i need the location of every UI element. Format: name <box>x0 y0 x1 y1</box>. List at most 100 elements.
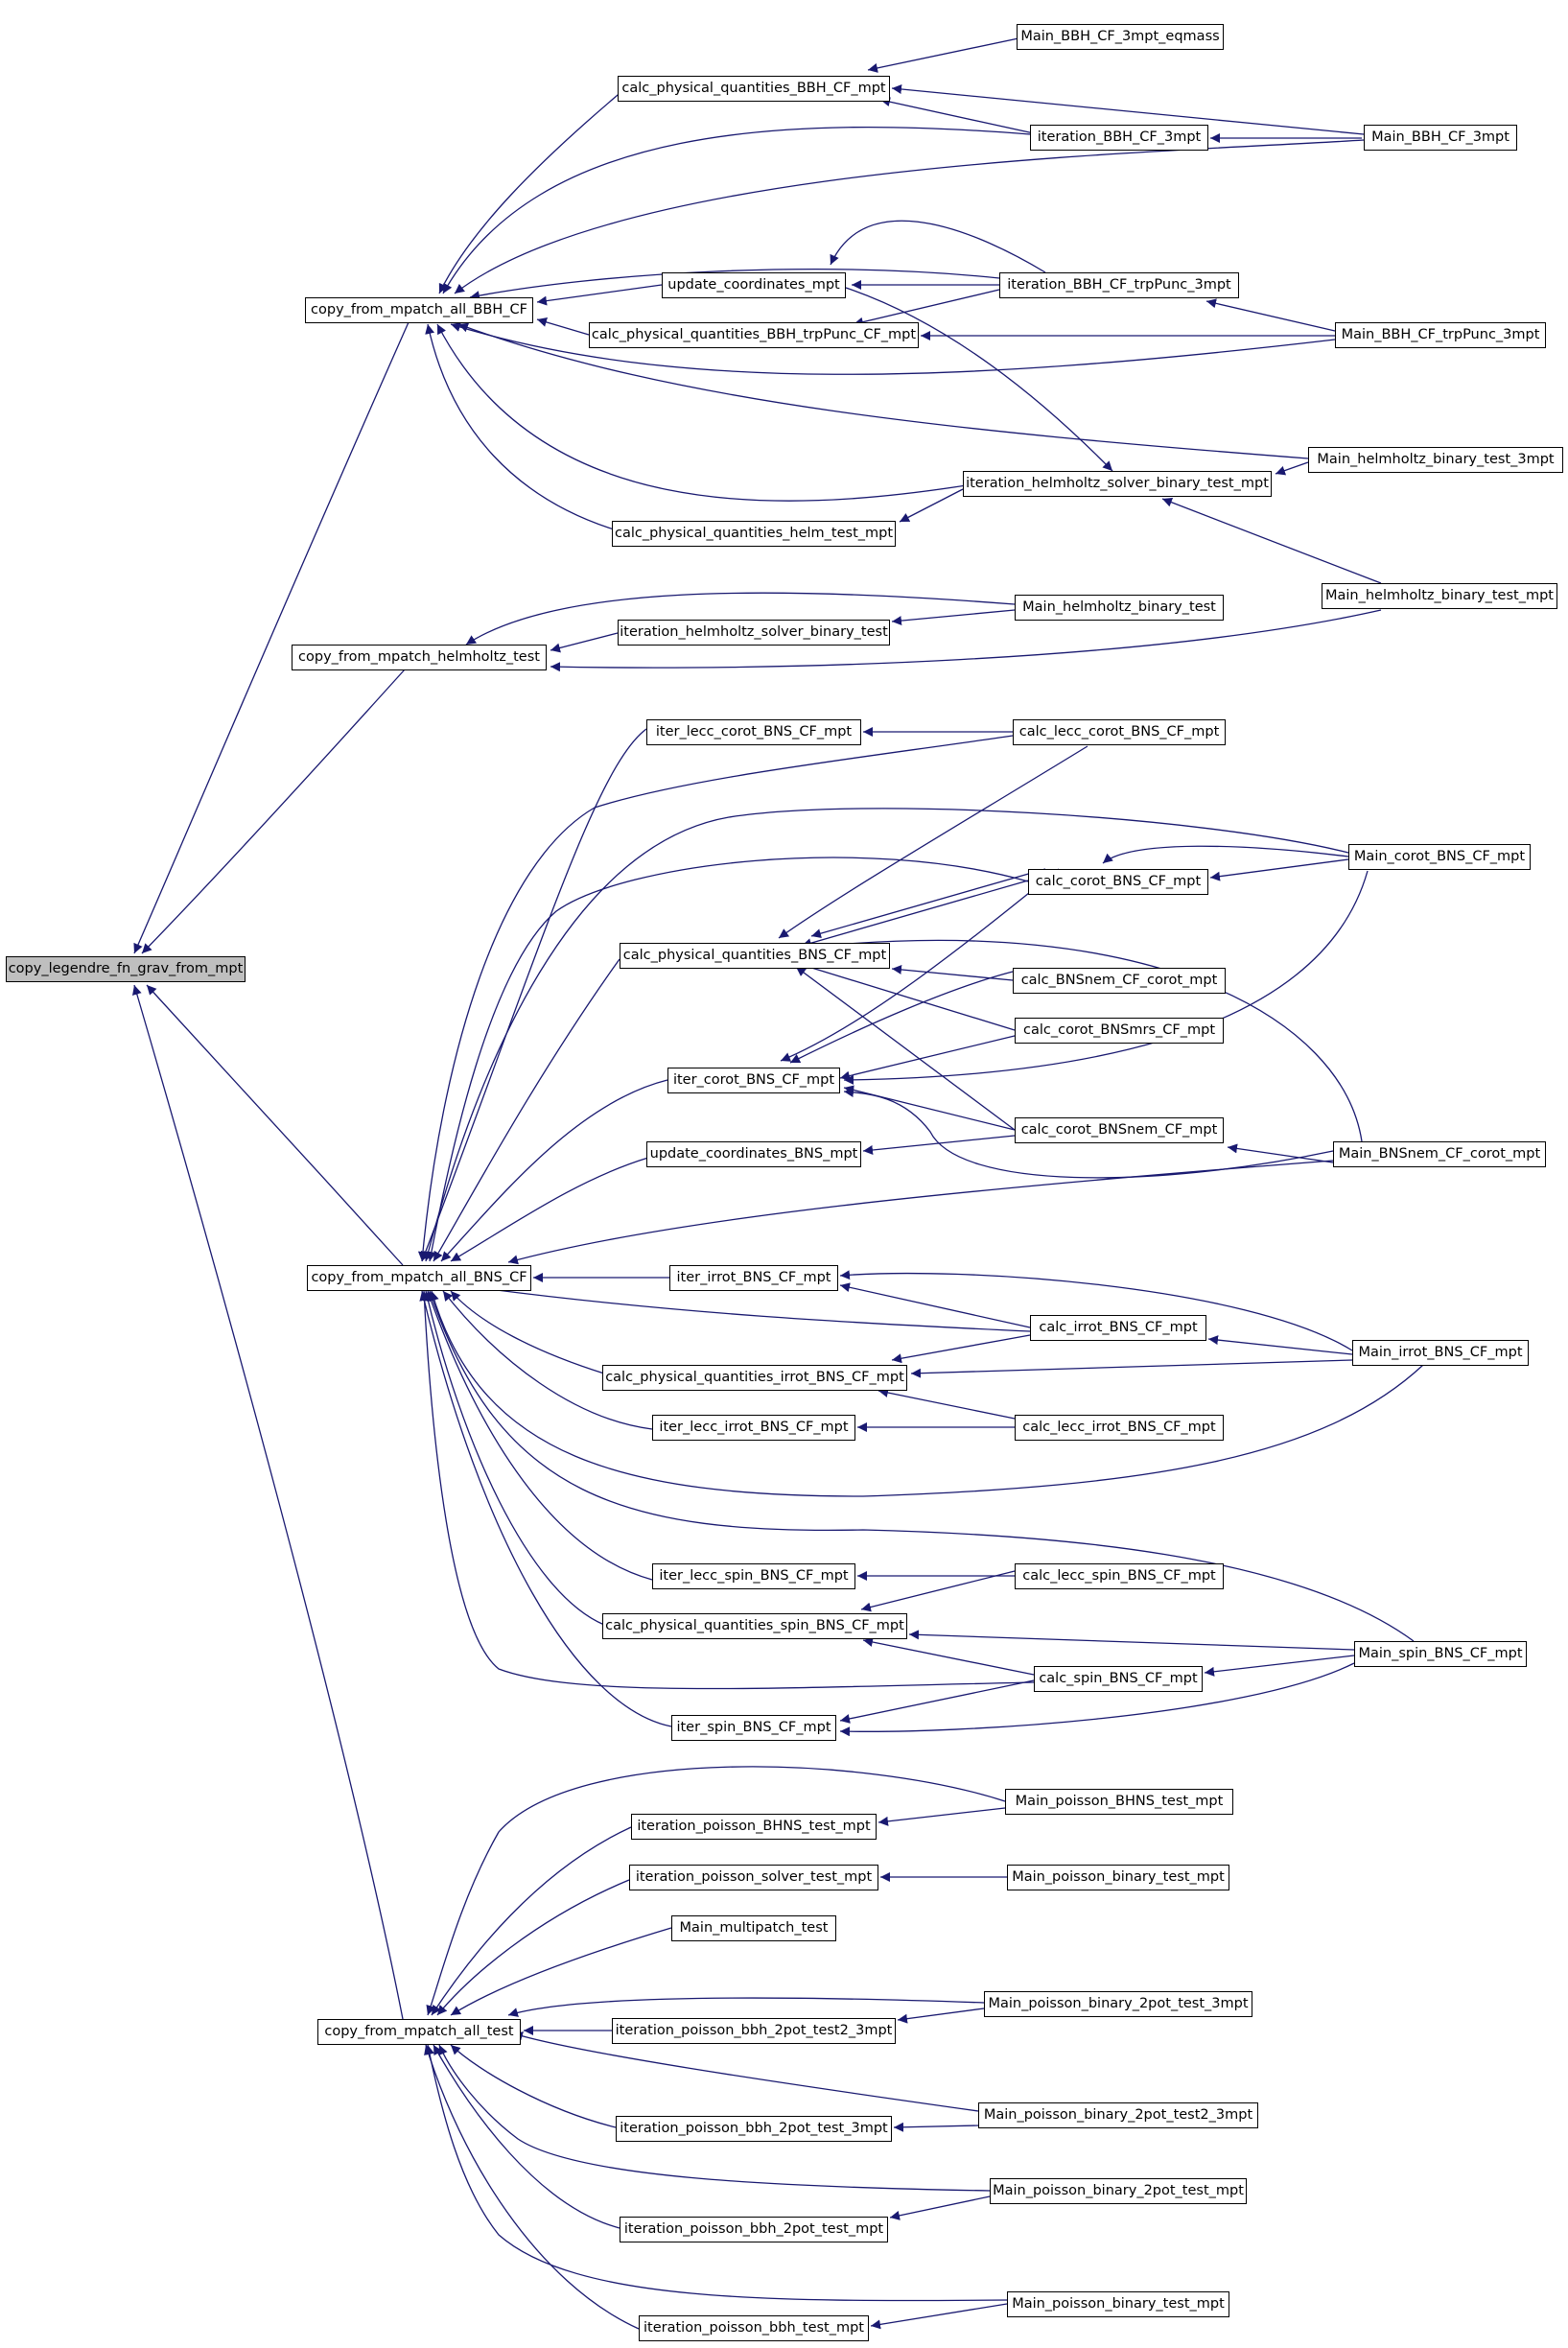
node-copy-from-mpatch-all-bbh-cf[interactable]: copy_from_mpatch_all_BBH_CF <box>305 297 533 323</box>
call-edge-16 <box>1205 298 1336 332</box>
node-iteration-poisson-bbh-2pot-test2-3mpt[interactable]: iteration_poisson_bbh_2pot_test2_3mpt <box>612 2018 896 2044</box>
call-edge-83 <box>878 1807 1006 1826</box>
node-copy-legendre-fn-grav-from-mpt[interactable]: copy_legendre_fn_grav_from_mpt <box>6 956 246 982</box>
node-update-coordinates-mpt[interactable]: update_coordinates_mpt <box>662 272 846 298</box>
call-edge-39 <box>778 745 1088 939</box>
node-main-poisson-binary-test-mpt[interactable]: Main_poisson_binary_test_mpt <box>1007 1865 1229 1890</box>
node-main-helmholtz-binary-test-3mpt[interactable]: Main_helmholtz_binary_test_3mpt <box>1308 447 1563 473</box>
node-calc-irrot-bns-cf-mpt[interactable]: calc_irrot_BNS_CF_mpt <box>1030 1315 1206 1341</box>
node-calc-corot-bnsmrs-cf-mpt[interactable]: calc_corot_BNSmrs_CF_mpt <box>1015 1018 1224 1044</box>
call-edge-67 <box>878 1388 1016 1420</box>
node-iteration-poisson-bhns-test-mpt[interactable]: iteration_poisson_BHNS_test_mpt <box>631 1814 877 1840</box>
node-copy-from-mpatch-helmholtz-test[interactable]: copy_from_mpatch_helmholtz_test <box>292 645 547 670</box>
call-edge-1 <box>133 321 410 954</box>
node-calc-spin-bns-cf-mpt[interactable]: calc_spin_BNS_CF_mpt <box>1034 1666 1203 1692</box>
node-iter-lecc-corot-bns-cf-mpt[interactable]: iter_lecc_corot_BNS_CF_mpt <box>646 719 861 745</box>
call-edge-68 <box>442 1290 653 1430</box>
node-calc-bnsnem-cf-corot-mpt[interactable]: calc_BNSnem_CF_corot_mpt <box>1013 968 1226 994</box>
node-main-poisson-binary-2pot-test2-3mpt[interactable]: Main_poisson_binary_2pot_test2_3mpt <box>978 2102 1258 2128</box>
call-edge-22 <box>1275 461 1309 476</box>
node-calc-lecc-spin-bns-cf-mpt[interactable]: calc_lecc_spin_BNS_CF_mpt <box>1015 1563 1224 1589</box>
call-edge-86 <box>436 1879 630 2016</box>
node-calc-lecc-corot-bns-cf-mpt[interactable]: calc_lecc_corot_BNS_CF_mpt <box>1013 719 1226 745</box>
node-calc-physical-quantities-spin-bns-cf-mpt[interactable]: calc_physical_quantities_spin_BNS_CF_mpt <box>602 1613 907 1639</box>
call-edge-28 <box>465 592 1016 646</box>
call-edge-55 <box>1227 1143 1334 1163</box>
node-calc-corot-bnsnem-cf-mpt[interactable]: calc_corot_BNSnem_CF_mpt <box>1015 1117 1224 1143</box>
call-edge-59 <box>839 1282 1031 1328</box>
node-iteration-bbh-cf-3mpt[interactable]: iteration_BBH_CF_3mpt <box>1030 125 1208 151</box>
node-calc-corot-bns-cf-mpt[interactable]: calc_corot_BNS_CF_mpt <box>1028 869 1208 895</box>
call-edge-75 <box>1204 1655 1355 1677</box>
node-main-poisson-binary-2pot-test-mpt[interactable]: Main_poisson_binary_2pot_test_mpt <box>990 2178 1247 2204</box>
node-calc-physical-quantities-bbh-trppunc-cf-mpt[interactable]: calc_physical_quantities_BBH_trpPunc_CF_… <box>589 322 919 348</box>
node-iter-corot-bns-cf-mpt[interactable]: iter_corot_BNS_CF_mpt <box>667 1068 840 1093</box>
call-edge-5 <box>867 37 1019 73</box>
call-edge-38 <box>426 857 1029 1262</box>
node-iteration-poisson-bbh-2pot-test-mpt[interactable]: iteration_poisson_bbh_2pot_test_mpt <box>620 2217 888 2242</box>
call-edge-64 <box>910 1359 1353 1378</box>
call-edge-36 <box>1102 845 1349 864</box>
call-edge-92 <box>893 2122 979 2132</box>
call-edge-27 <box>1161 497 1382 584</box>
node-main-irrot-bns-cf-mpt[interactable]: Main_irrot_BNS_CF_mpt <box>1352 1340 1529 1366</box>
call-edge-30 <box>550 632 619 653</box>
node-calc-physical-quantities-bbh-cf-mpt[interactable]: calc_physical_quantities_BBH_CF_mpt <box>618 76 890 102</box>
node-main-poisson-binary-test-mpt-2[interactable]: Main_poisson_binary_test_mpt <box>1007 2291 1229 2317</box>
call-edge-44 <box>795 961 1016 1031</box>
node-iteration-poisson-solver-test-mpt[interactable]: iteration_poisson_solver_test_mpt <box>629 1865 878 1890</box>
call-edge-14 <box>469 269 1000 301</box>
call-edge-17 <box>853 289 1000 327</box>
call-edge-48 <box>789 971 1014 1064</box>
call-edge-4 <box>132 984 404 2020</box>
call-edge-43 <box>891 964 1014 981</box>
node-main-helmholtz-binary-test-mpt[interactable]: Main_helmholtz_binary_test_mpt <box>1322 583 1557 609</box>
node-iter-irrot-bns-cf-mpt[interactable]: iter_irrot_BNS_CF_mpt <box>669 1265 838 1291</box>
call-edge-79 <box>839 1679 1035 1724</box>
node-iteration-bbh-cf-trppunc-3mpt[interactable]: iteration_BBH_CF_trpPunc_3mpt <box>999 272 1239 298</box>
node-iter-lecc-spin-bns-cf-mpt[interactable]: iter_lecc_spin_BNS_CF_mpt <box>652 1563 855 1589</box>
edge-layer <box>132 37 1424 2330</box>
call-edge-56 <box>450 1157 649 1262</box>
node-iteration-helmholtz-solver-binary-test-mpt[interactable]: iteration_helmholtz_solver_binary_test_m… <box>963 471 1272 497</box>
call-edge-29 <box>891 609 1016 626</box>
node-update-coordinates-bns-mpt[interactable]: update_coordinates_BNS_mpt <box>646 1141 861 1167</box>
call-edge-21 <box>457 322 1309 459</box>
node-copy-from-mpatch-all-bns-cf[interactable]: copy_from_mpatch_all_BNS_CF <box>307 1265 531 1291</box>
call-edge-10 <box>442 126 1031 294</box>
call-edge-41 <box>801 880 1029 949</box>
node-main-poisson-bhns-test-mpt[interactable]: Main_poisson_BHNS_test_mpt <box>1005 1789 1233 1815</box>
node-calc-lecc-irrot-bns-cf-mpt[interactable]: calc_lecc_irrot_BNS_CF_mpt <box>1015 1415 1224 1441</box>
node-iter-spin-bns-cf-mpt[interactable]: iter_spin_BNS_CF_mpt <box>671 1715 836 1741</box>
call-edge-31 <box>550 609 1382 672</box>
call-edge-89 <box>897 2008 985 2024</box>
call-edge-9 <box>438 89 624 294</box>
node-main-bbh-cf-3mpt[interactable]: Main_BBH_CF_3mpt <box>1364 125 1517 151</box>
node-iteration-helmholtz-solver-binary-test[interactable]: iteration_helmholtz_solver_binary_test <box>618 620 890 646</box>
node-calc-physical-quantities-irrot-bns-cf-mpt[interactable]: calc_physical_quantities_irrot_BNS_CF_mp… <box>602 1365 907 1391</box>
call-edge-46 <box>433 958 620 1262</box>
node-iteration-poisson-bbh-test-mpt[interactable]: iteration_poisson_bbh_test_mpt <box>639 2315 869 2341</box>
call-edge-19 <box>536 317 590 336</box>
node-calc-physical-quantities-bns-cf-mpt[interactable]: calc_physical_quantities_BNS_CF_mpt <box>620 943 890 969</box>
node-main-bnsnem-cf-corot-mpt[interactable]: Main_BNSnem_CF_corot_mpt <box>1333 1141 1546 1167</box>
node-main-corot-bns-cf-mpt[interactable]: Main_corot_BNS_CF_mpt <box>1348 844 1531 870</box>
node-main-spin-bns-cf-mpt[interactable]: Main_spin_BNS_CF_mpt <box>1354 1641 1527 1667</box>
call-edge-7 <box>891 83 1365 135</box>
node-calc-physical-quantities-helm-test-mpt[interactable]: calc_physical_quantities_helm_test_mpt <box>612 521 896 547</box>
node-main-multipatch-test[interactable]: Main_multipatch_test <box>671 1915 836 1941</box>
node-main-poisson-binary-2pot-test-3mpt[interactable]: Main_poisson_binary_2pot_test_3mpt <box>984 1991 1252 2017</box>
node-main-helmholtz-binary-test[interactable]: Main_helmholtz_binary_test <box>1015 595 1224 621</box>
node-iter-lecc-irrot-bns-cf-mpt[interactable]: iter_lecc_irrot_BNS_CF_mpt <box>652 1415 855 1441</box>
call-edge-53 <box>440 1079 668 1262</box>
call-edge-71 <box>860 1570 1016 1612</box>
call-edge-54 <box>862 1135 1016 1155</box>
call-edge-47 <box>780 868 1060 1062</box>
node-main-bbh-cf-3mpt-eqmass[interactable]: Main_BBH_CF_3mpt_eqmass <box>1017 24 1224 50</box>
call-edge-6 <box>879 97 1035 134</box>
node-iteration-poisson-bbh-2pot-test-3mpt[interactable]: iteration_poisson_bbh_2pot_test_3mpt <box>616 2116 892 2142</box>
node-main-bbh-cf-trppunc-3mpt[interactable]: Main_BBH_CF_trpPunc_3mpt <box>1335 322 1546 348</box>
node-copy-from-mpatch-all-test[interactable]: copy_from_mpatch_all_test <box>317 2019 521 2045</box>
